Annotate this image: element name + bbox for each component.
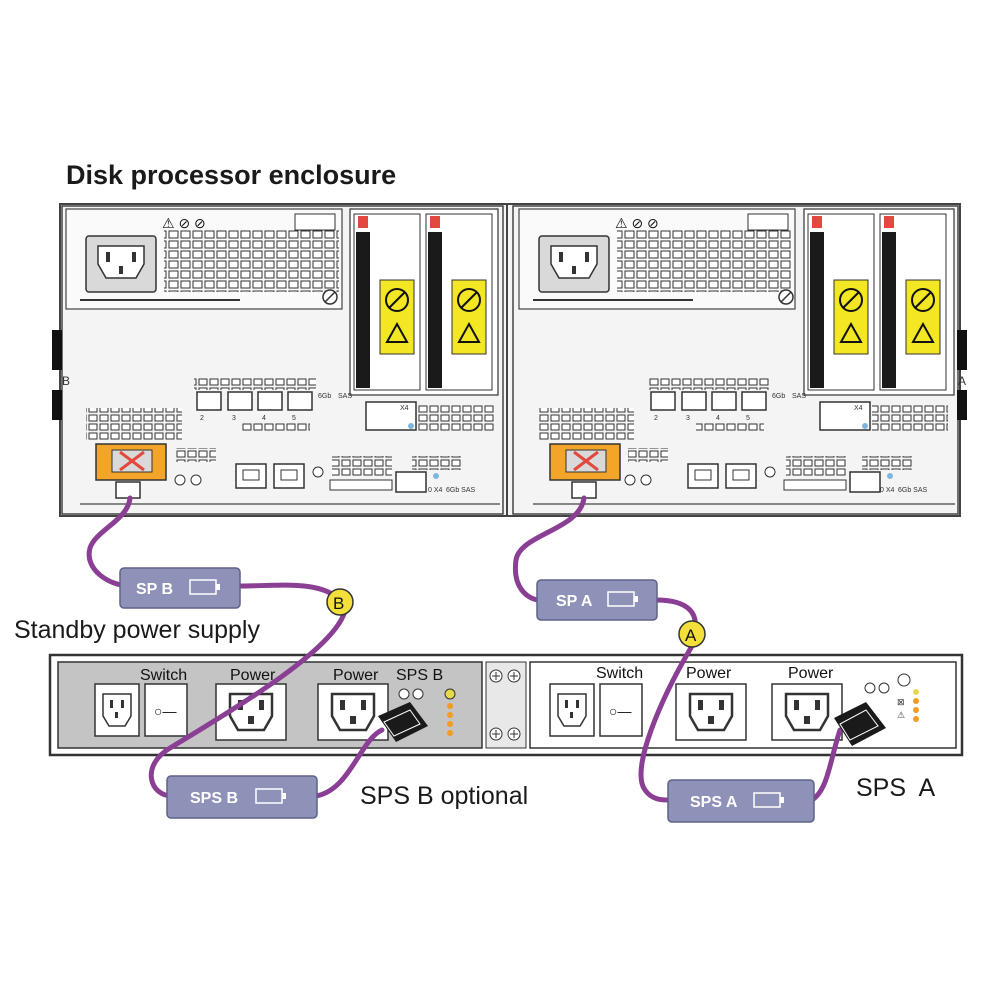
port-label: 2 (200, 415, 204, 422)
power-label: Power (686, 665, 732, 682)
sp-b-power-module: ⚠ ⊘ ⊘ (65, 208, 343, 310)
port-label: 0 X4 (880, 487, 895, 494)
sas-port[interactable] (681, 391, 707, 411)
ethernet-port[interactable] (687, 463, 719, 489)
connection-marker-a: A (678, 620, 706, 648)
cable-label-sps-a: SPS A (667, 779, 815, 823)
caption-sps-b-optional: SPS B optional (360, 782, 529, 810)
svg-text:SPS B: SPS B (190, 790, 238, 807)
svg-text:B: B (333, 594, 344, 613)
svg-text:⚠ ⊘ ⊘: ⚠ ⊘ ⊘ (615, 215, 659, 231)
status-led-icon (398, 688, 456, 736)
cable-label-sps-b: SPS B (166, 775, 318, 819)
sas-port[interactable] (287, 391, 313, 411)
sp-a-power-module: ⚠ ⊘ ⊘ (518, 208, 796, 310)
warning-label-icon (833, 279, 869, 355)
side-label-b: B (62, 374, 70, 388)
port-label: 5 (746, 415, 750, 422)
power-label: Power (333, 667, 379, 684)
svg-text:⊠: ⊠ (897, 697, 905, 707)
port-label: 3 (686, 415, 690, 422)
ac-inlet-icon (94, 683, 140, 737)
switch-label: Switch (140, 667, 187, 684)
port-label: 3 (232, 415, 236, 422)
sas-port[interactable] (196, 391, 222, 411)
side-label-a: A (958, 374, 966, 388)
port-label: 0 X4 (428, 487, 443, 494)
ethernet-port[interactable] (725, 463, 757, 489)
svg-text:⚠: ⚠ (897, 710, 905, 720)
status-led-icon: ⊠ ⚠ (864, 673, 919, 722)
mini-sas-port[interactable] (819, 401, 871, 431)
port-label: 4 (262, 415, 266, 422)
cable-label-sp-a: SP A (536, 579, 658, 621)
svg-text:SP B: SP B (136, 581, 173, 598)
connection-marker-b: B (326, 588, 354, 616)
port-label: 6Gb (772, 393, 785, 400)
sp-a-fan-modules (803, 208, 955, 396)
caption-sps-a: SPS A (856, 774, 936, 802)
caption-standby-power-supply: Standby power supply (14, 616, 260, 644)
port-label: X4 (400, 405, 409, 412)
power-outlet-icon (675, 683, 747, 741)
port-label: SAS (338, 393, 352, 400)
port-label: 2 (654, 415, 658, 422)
power-switch[interactable]: ○— (144, 683, 188, 737)
svg-text:⚠ ⊘ ⊘: ⚠ ⊘ ⊘ (162, 215, 206, 231)
svg-text:A: A (685, 626, 697, 645)
port-label: 6Gb SAS (898, 487, 928, 494)
power-outlet-icon (771, 683, 843, 741)
port-label: 4 (716, 415, 720, 422)
svg-text:SPS A: SPS A (690, 794, 738, 811)
power-plug-icon (378, 702, 428, 742)
screw-icon (489, 669, 521, 741)
power-label: Power (230, 667, 276, 684)
power-switch[interactable]: ○— (599, 683, 643, 737)
ac-inlet-icon (549, 683, 595, 737)
sp-b-io-area: 2 3 4 5 6Gb SAS X4 0 X4 6Gb SAS (80, 378, 500, 505)
sas-port[interactable] (227, 391, 253, 411)
mini-sas-port[interactable] (365, 401, 417, 431)
svg-text:○—: ○— (154, 703, 176, 719)
warning-label-icon (451, 279, 487, 355)
port-label: 6Gb (318, 393, 331, 400)
power-label: Power (788, 665, 834, 682)
ethernet-port[interactable] (273, 463, 305, 489)
power-inlet-handle[interactable] (95, 443, 167, 499)
diagram-title: Disk processor enclosure (66, 160, 397, 190)
sps-b-panel-label: SPS B (396, 667, 443, 684)
warning-label-icon (905, 279, 941, 355)
port-label: 6Gb SAS (446, 487, 476, 494)
port-label: SAS (792, 393, 806, 400)
port-label: 5 (292, 415, 296, 422)
power-plug-icon (834, 702, 886, 746)
sp-b-fan-modules (349, 208, 499, 396)
sas-port[interactable] (711, 391, 737, 411)
svg-text:○—: ○— (609, 703, 631, 719)
switch-label: Switch (596, 665, 643, 682)
ethernet-port[interactable] (235, 463, 267, 489)
svg-text:SP A: SP A (556, 593, 593, 610)
sas-port[interactable] (741, 391, 767, 411)
sp-a-io-area: 2 3 4 5 6Gb SAS X4 0 X4 6Gb SAS (533, 378, 955, 505)
port-label: X4 (854, 405, 863, 412)
mini-sas-port[interactable] (849, 471, 881, 493)
warning-label-icon (379, 279, 415, 355)
power-inlet-handle[interactable] (549, 443, 621, 499)
cable-label-sp-b: SP B (119, 567, 241, 609)
mini-sas-port[interactable] (395, 471, 427, 493)
sas-port[interactable] (257, 391, 283, 411)
sas-port[interactable] (650, 391, 676, 411)
